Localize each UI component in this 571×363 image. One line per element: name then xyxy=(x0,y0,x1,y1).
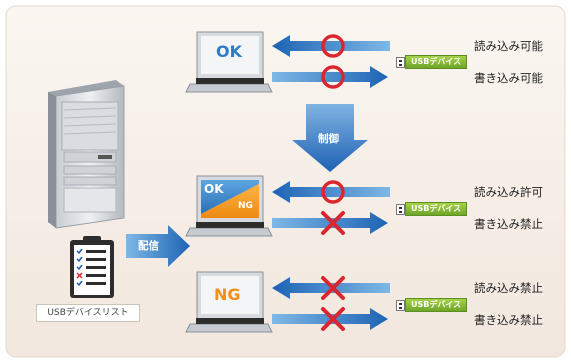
distribute-label: 配信 xyxy=(138,240,159,252)
row2-write-label: 書き込み禁止 xyxy=(474,217,543,231)
usb-connector-icon xyxy=(396,203,405,215)
usb-device-label: USBデバイス xyxy=(405,55,468,69)
screen-ng-text: NG xyxy=(214,285,241,304)
row3-write-label: 書き込み禁止 xyxy=(474,313,543,327)
row2-read-label: 読み込み許可 xyxy=(474,185,543,199)
usb-device-2: USBデバイス xyxy=(396,202,468,216)
screen-ng-text-2: NG xyxy=(238,201,253,211)
usb-device-1: USBデバイス xyxy=(396,55,468,69)
row1-read-label: 読み込み可能 xyxy=(474,39,543,53)
usb-device-3: USBデバイス xyxy=(396,298,468,312)
row1-arrows xyxy=(272,34,390,89)
row3-arrows xyxy=(272,276,390,331)
server-icon xyxy=(48,80,125,229)
usb-connector-icon xyxy=(396,299,405,311)
distribute-arrow xyxy=(126,225,190,267)
screen-ok-text-2: OK xyxy=(204,182,224,196)
row3-read-label: 読み込み禁止 xyxy=(474,281,543,295)
usb-connector-icon xyxy=(396,56,405,68)
laptop-ok-ng-icon xyxy=(185,175,273,237)
background-panel xyxy=(5,5,566,358)
laptop-ok-icon xyxy=(185,31,273,93)
screen-ok-text: OK xyxy=(216,42,242,61)
laptop-ng-icon xyxy=(185,271,273,333)
row1-write-label: 書き込み可能 xyxy=(474,71,543,85)
row2-arrows xyxy=(272,180,390,235)
control-arrow xyxy=(292,104,368,172)
control-label: 制御 xyxy=(318,133,339,145)
usb-device-label: USBデバイス xyxy=(405,298,468,312)
usb-device-list-label: USBデバイスリスト xyxy=(36,304,140,322)
usb-device-label: USBデバイス xyxy=(405,202,468,216)
clipboard-list-icon xyxy=(70,236,114,298)
